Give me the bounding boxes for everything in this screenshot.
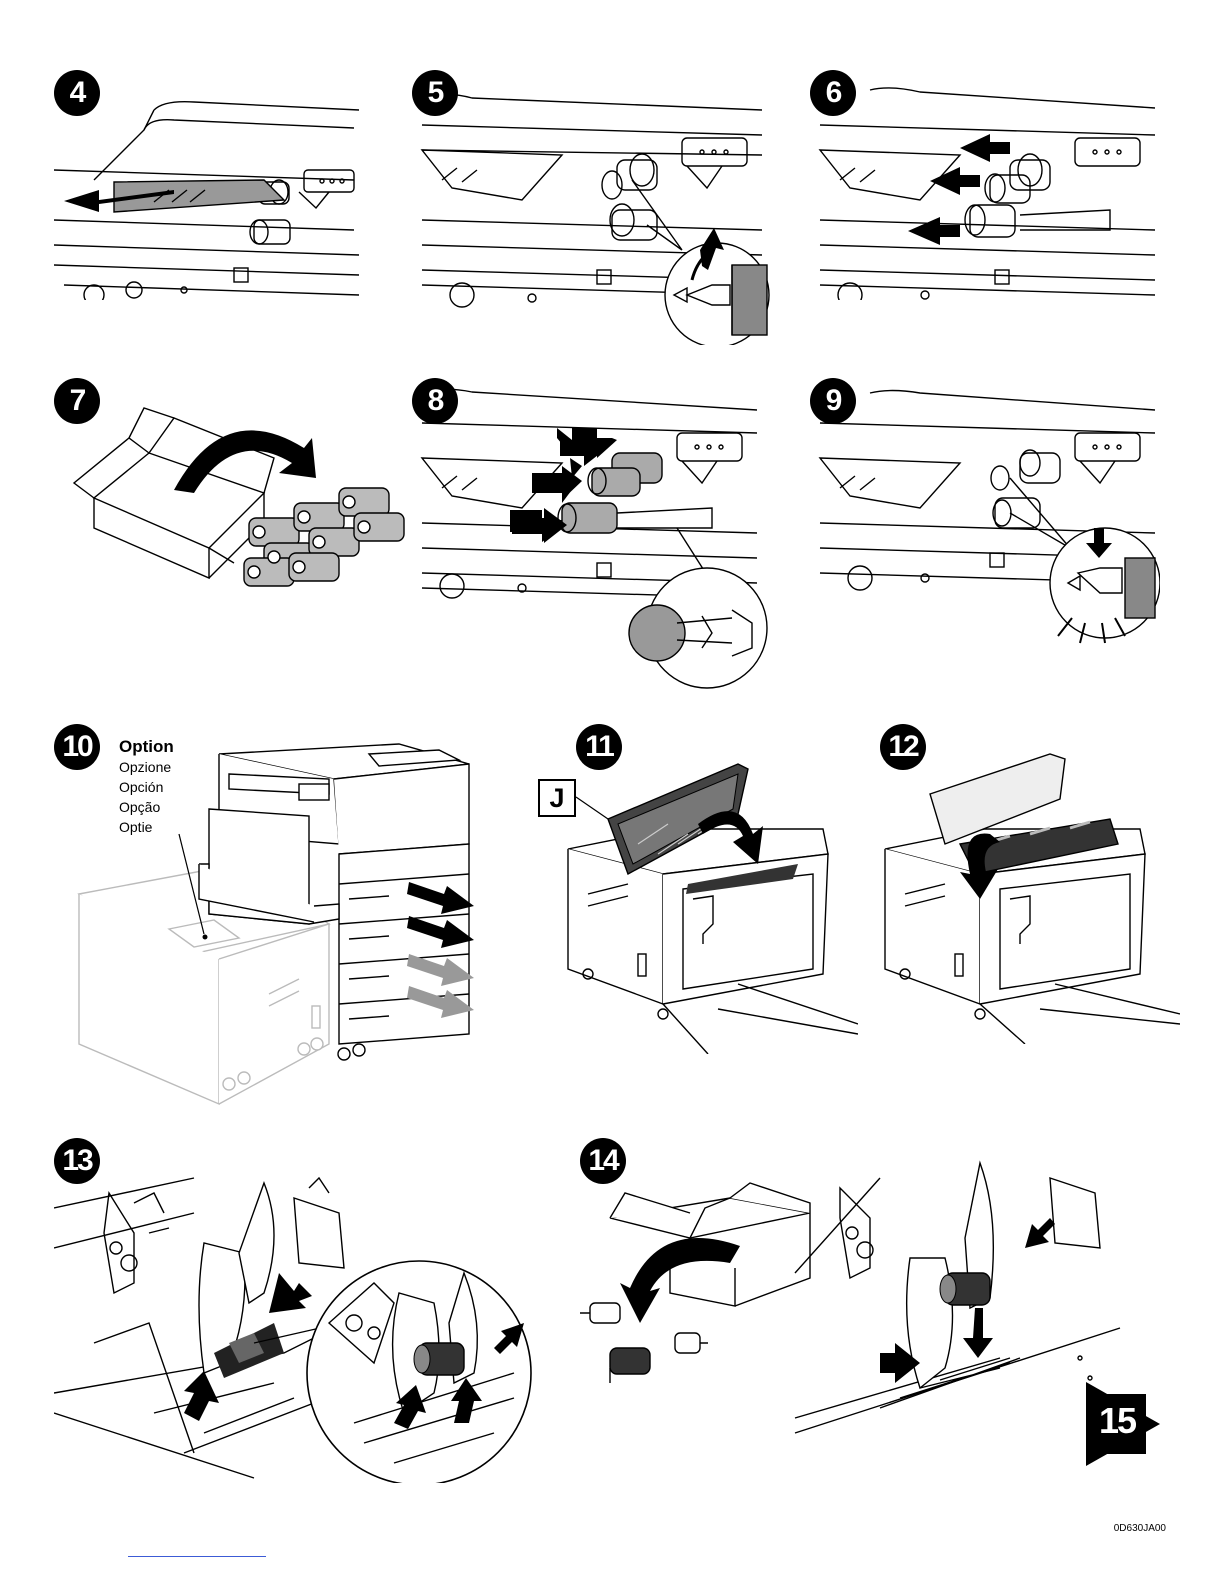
option-translation: Optie <box>119 817 174 837</box>
step-number-badge: 9 <box>810 378 856 424</box>
step-4-panel: 4 <box>54 70 364 300</box>
option-title: Option <box>119 737 174 757</box>
step-number-badge: 7 <box>54 378 100 424</box>
step-8-panel: 8 <box>412 378 772 693</box>
option-translation: Opção <box>119 797 174 817</box>
step-5-illustration <box>412 70 772 345</box>
document-code: 0D630JA00 <box>1114 1523 1166 1534</box>
step-5-panel: 5 <box>412 70 772 345</box>
step-12-illustration <box>880 724 1180 1044</box>
step-number-badge: 5 <box>412 70 458 116</box>
step-7-panel: 7 <box>54 378 414 598</box>
option-translation: Opción <box>119 777 174 797</box>
step-13-illustration <box>54 1173 534 1483</box>
step-8-illustration <box>412 378 772 693</box>
step-11-illustration <box>538 724 858 1054</box>
option-label: Option Opzione Opción Opção Optie <box>119 737 174 837</box>
step-14-illustration <box>580 1158 1125 1458</box>
step-number-badge: 4 <box>54 70 100 116</box>
next-step-arrow: 15 <box>1086 1382 1160 1471</box>
option-translation: Opzione <box>119 757 174 777</box>
step-9-illustration <box>810 378 1160 653</box>
step-4-illustration <box>54 70 364 300</box>
roller-pile <box>244 488 404 586</box>
footer-rule <box>128 1556 266 1557</box>
step-7-illustration <box>54 378 414 598</box>
step-6-illustration <box>810 70 1160 300</box>
step-9-panel: 9 <box>810 378 1160 653</box>
step-number-badge: 6 <box>810 70 856 116</box>
next-step-number: 15 <box>1086 1400 1148 1442</box>
step-number-badge: 8 <box>412 378 458 424</box>
step-6-panel: 6 <box>810 70 1160 300</box>
